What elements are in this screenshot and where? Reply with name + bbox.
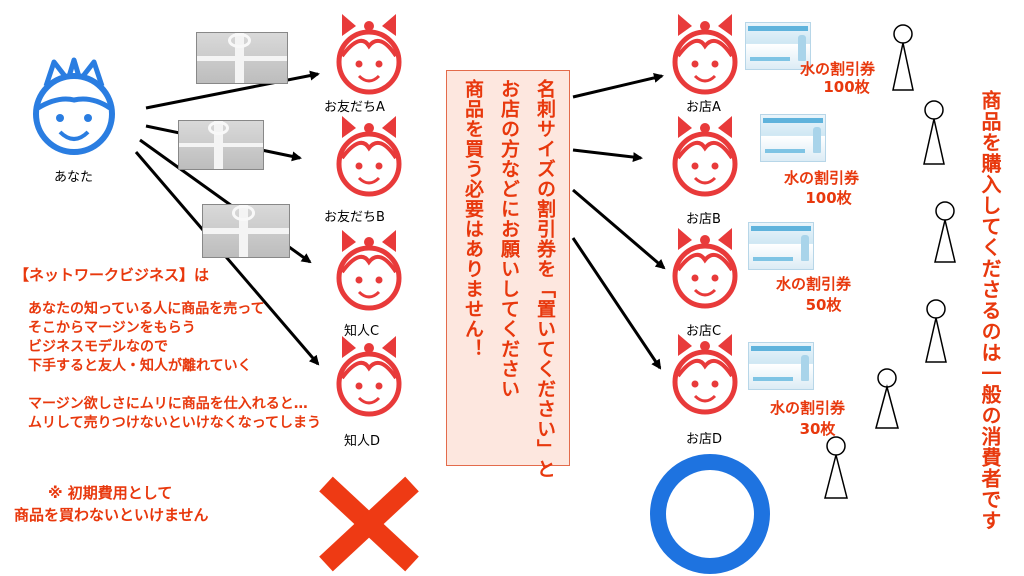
friend-face-icon — [336, 116, 402, 197]
friend-node-d: 知人D — [330, 334, 408, 449]
arrow-to-shop-d — [571, 237, 662, 370]
circle-mark-icon — [650, 454, 770, 574]
consumers-vertical-text: 商品を購入してくださるのは一般の消費者です — [978, 90, 1002, 531]
coupon-count: 30枚 — [799, 420, 836, 438]
coupon-count: 50枚 — [805, 296, 842, 314]
gift-image-2 — [178, 120, 264, 170]
you-face-icon — [33, 57, 115, 155]
note-line: ムリして売りつけないといけなくなってしまう — [28, 415, 322, 431]
coupon-text-c: 水の割引券 50枚 — [776, 274, 851, 316]
coupon-count: 100枚 — [805, 189, 852, 207]
shop-label: お店C — [686, 324, 722, 339]
footnote-line-2: 商品を買わないといけません — [14, 506, 209, 524]
coupon-count: 100枚 — [823, 78, 870, 96]
coupon-ticket-image — [748, 342, 814, 390]
shop-node-c: お店C — [666, 226, 744, 339]
you-to-friend-arrows — [134, 70, 320, 366]
friend-label: お友だちB — [324, 210, 385, 225]
arrow-to-shop-b — [572, 148, 643, 163]
note-line — [28, 376, 321, 395]
friend-node-a: お友だちA — [324, 12, 408, 115]
note-line: あなたの知っている人に商品を売って — [28, 301, 265, 317]
shop-face-icon — [672, 116, 738, 197]
friend-face-icon — [336, 336, 402, 417]
friend-label: 知人D — [344, 434, 381, 449]
consumer-icon-6 — [824, 436, 848, 499]
coupon-ticket-image — [748, 222, 814, 270]
you-node: あなた — [18, 56, 130, 185]
shop-face-icon — [672, 14, 738, 95]
arrow-to-shop-c — [572, 188, 666, 270]
arrow-to-friend-a — [145, 70, 320, 110]
coupon-label: 水の割引券 — [784, 169, 860, 187]
note-line: マージン欲しさにムリに商品を仕入れると… — [28, 396, 308, 412]
coupon-text-a: 水の割引券 100枚 — [800, 60, 875, 96]
consumer-icon-5 — [875, 368, 899, 429]
consumer-icon-3 — [934, 201, 956, 263]
note-line: そこからマージンをもらう — [28, 320, 196, 336]
friend-face-icon — [336, 230, 402, 311]
friend-node-c: 知人C — [330, 228, 408, 339]
coupon-label: 水の割引券 — [800, 60, 876, 78]
callout-column-2: お店の方などにお願いしてください — [498, 79, 520, 399]
shop-node-d: お店D — [666, 332, 744, 447]
shop-face-icon — [672, 228, 738, 309]
friend-node-b: お友だちB — [324, 114, 408, 225]
coupon-label: 水の割引券 — [776, 275, 852, 293]
arrow-to-shop-a — [572, 72, 664, 99]
friend-label: 知人C — [344, 324, 380, 339]
coupon-ticket-image — [760, 114, 826, 162]
consumer-figures — [824, 24, 956, 499]
note-line: ビジネスモデルなので — [28, 339, 168, 355]
shop-label: お店A — [686, 100, 721, 115]
network-note-heading-text: 【ネットワークビジネス】は — [14, 266, 210, 284]
note-line: 下手すると友人・知人が離れていく — [28, 358, 252, 374]
friend-label: お友だちA — [324, 100, 385, 115]
coupon-label: 水の割引券 — [770, 399, 846, 417]
callout-column-1: 名刺サイズの割引券を「置いてください」と — [534, 79, 556, 479]
arrow-to-acquaintance-d — [134, 151, 320, 366]
shop-label: お店D — [686, 432, 723, 447]
shop-node-b: お店B — [666, 114, 744, 227]
coupon-ticket-image — [745, 22, 811, 70]
shop-face-icon — [672, 334, 738, 415]
consumer-icon-2 — [923, 100, 945, 165]
shop-label: お店B — [686, 212, 721, 227]
footnote-line-1: ※ 初期費用として — [48, 484, 173, 502]
callout-to-shop-arrows — [571, 72, 666, 370]
gift-image-1 — [196, 32, 288, 84]
consumer-icon-4 — [925, 299, 947, 363]
network-note-body: あなたの知っている人に商品を売って そこからマージンをもらう ビジネスモデルなの… — [28, 300, 321, 433]
shop-node-a: お店A — [666, 12, 744, 115]
coupon-text-b: 水の割引券 100枚 — [784, 168, 859, 208]
friend-face-icon — [336, 14, 402, 95]
gift-image-3 — [202, 204, 290, 258]
you-label: あなた — [54, 170, 94, 185]
callout-box: 名刺サイズの割引券を「置いてください」と お店の方などにお願いしてください 商品… — [446, 70, 570, 479]
cross-mark-icon — [319, 476, 419, 572]
consumer-icon-1 — [892, 24, 914, 91]
callout-column-3: 商品を買う必要はありません！ — [462, 79, 484, 359]
coupon-text-d: 水の割引券 30枚 — [770, 398, 845, 440]
